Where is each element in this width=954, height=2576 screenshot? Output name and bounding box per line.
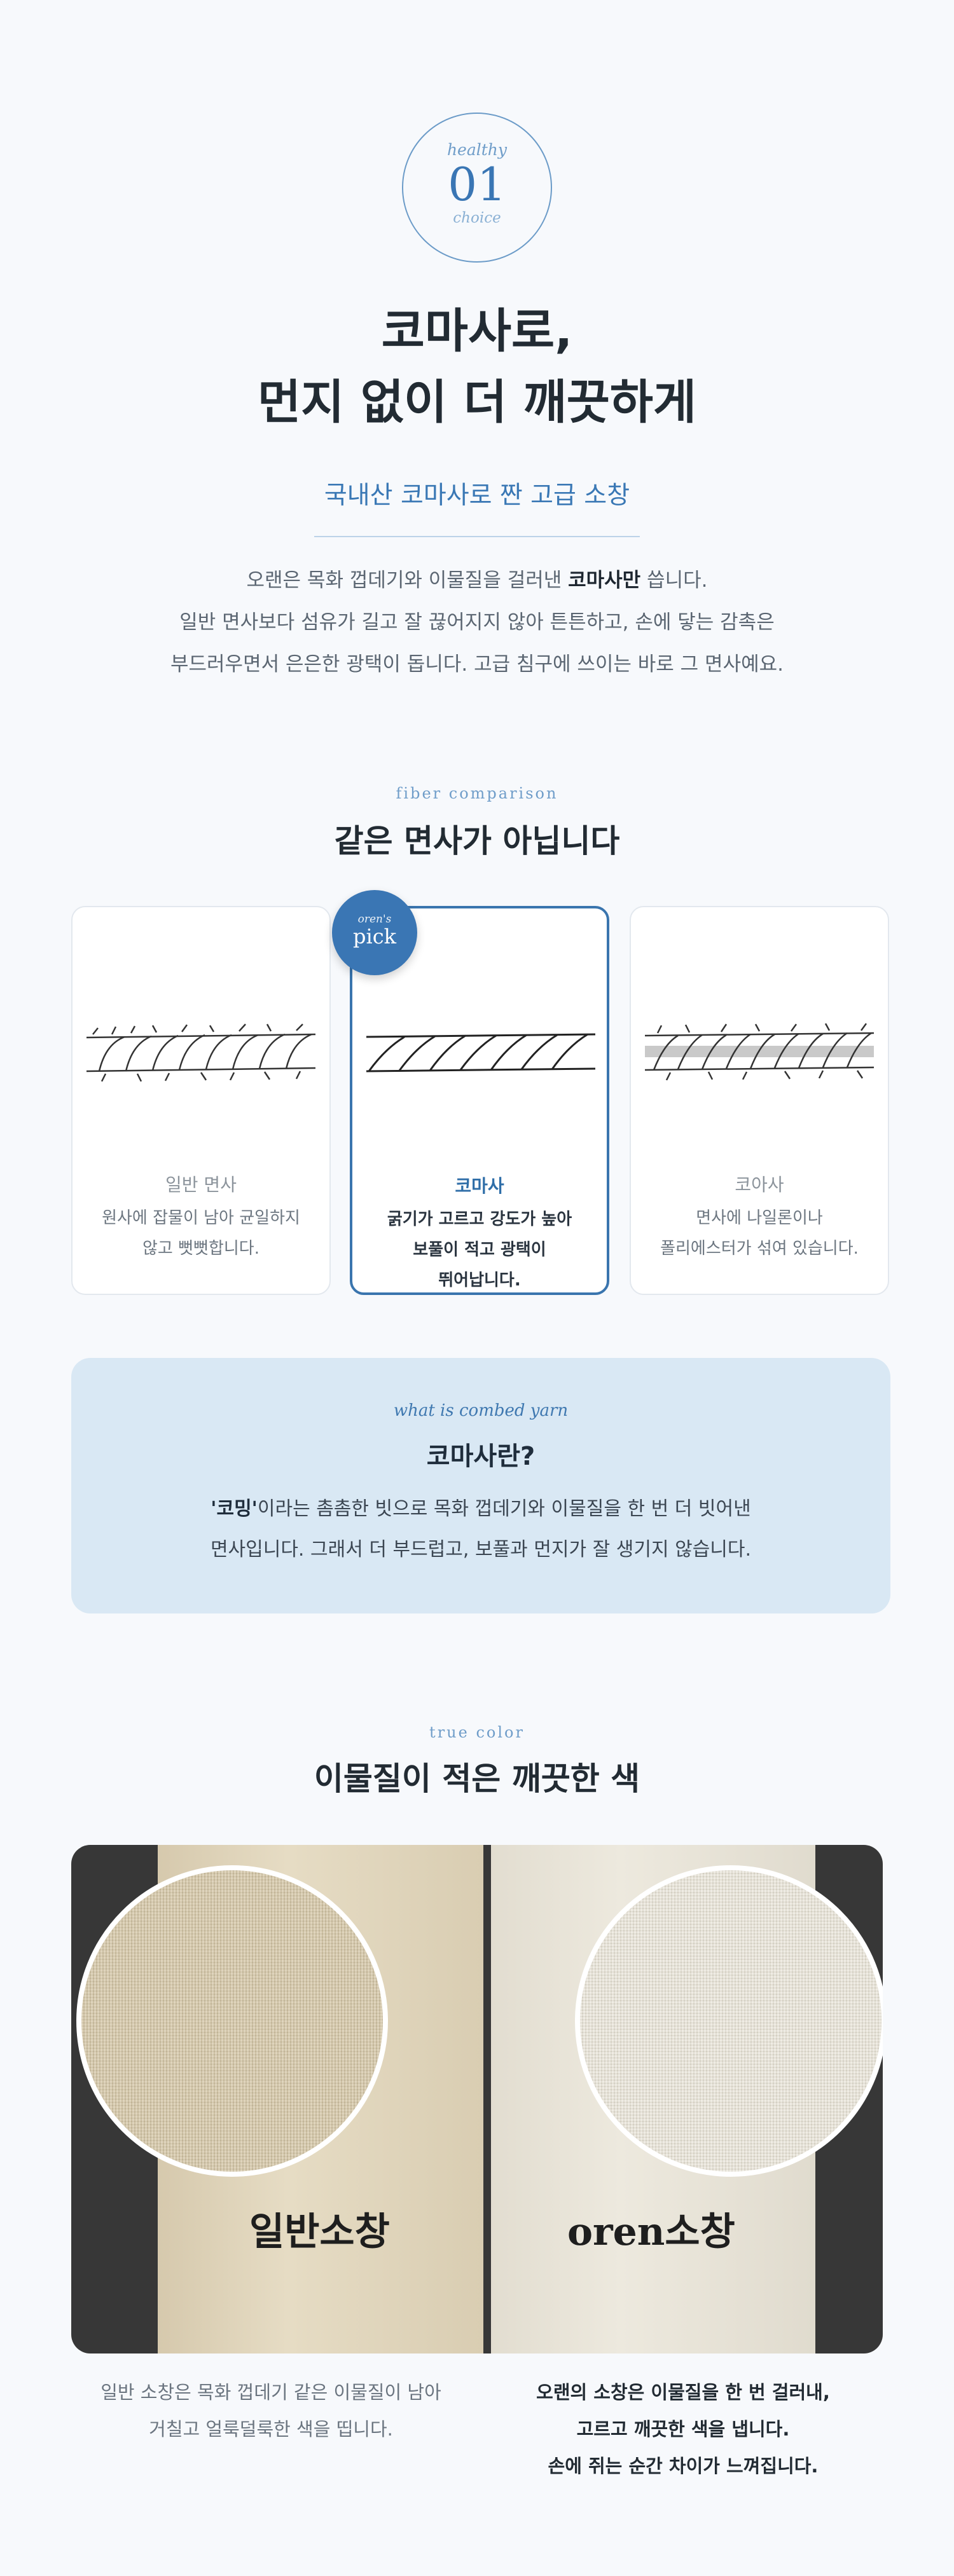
card-description: 원사에 잡물이 남아 균일하지 않고 뻣뻣합니다. [92, 1203, 310, 1264]
info-line1-bold: '코밍' [211, 1498, 258, 1520]
oren-fabric-caption: 오랜의 소창은 이물질을 한 번 걸러내, 고르고 깨끗한 색을 냅니다. 손에… [483, 2374, 883, 2484]
color-title: 이물질이 적은 깨끗한 색 [314, 1760, 640, 1797]
intro-paragraph: 오랜은 목화 껍데기와 이물질을 걸러낸 코마사만 씁니다. 일반 면사보다 섬… [0, 559, 954, 685]
caption-line: 일반 소창은 목화 껍데기 같은 이물질이 남아 [100, 2381, 441, 2403]
oren-fabric-label: oren소창 [567, 2210, 735, 2254]
card-desc-line: 폴리에스터가 섞여 있습니다. [660, 1239, 859, 1258]
info-paragraph: '코밍'이라는 촘촘한 빗으로 목화 껍데기와 이물질을 한 번 더 빗어낸 면… [71, 1489, 890, 1570]
caption-line: 손에 쥐는 순간 차이가 느껴집니다. [548, 2455, 819, 2477]
card-title: 코마사 [455, 1175, 504, 1196]
core-yarn-illustration [645, 1023, 874, 1081]
intro-line1: 오랜은 목화 껍데기와 이물질을 걸러낸 코마사만 씁니다. [0, 559, 954, 601]
card-desc-line: 보풀이 적고 광택이 [413, 1240, 546, 1259]
card-description: 굵기가 고르고 강도가 높아 보풀이 적고 광택이 뛰어납니다. [371, 1204, 588, 1296]
info-title: 코마사란? [426, 1442, 536, 1471]
badge-top-text: healthy [446, 140, 508, 159]
combed-yarn-illustration [366, 1033, 595, 1072]
card-desc-line: 굵기가 고르고 강도가 높아 [387, 1210, 572, 1229]
page-title-line1: 코마사로, [381, 304, 573, 359]
info-line1-rest: 이라는 촘촘한 빗으로 목화 껍데기와 이물질을 한 번 더 빗어낸 [257, 1498, 751, 1520]
healthy-choice-badge: healthy 01 choice [402, 113, 552, 263]
oren-fabric-zoom [575, 1865, 883, 2177]
info-line2: 면사입니다. 그래서 더 부드럽고, 보풀과 먼지가 잘 생기지 않습니다. [210, 1538, 752, 1561]
card-title: 코아사 [735, 1174, 784, 1195]
combed-yarn-info-box: what is combed yarn 코마사란? '코밍'이라는 촘촘한 빗으… [71, 1358, 890, 1613]
intro-line1-post: 씁니다. [640, 569, 708, 592]
page-title: 코마사로, 먼지 없이 더 깨끗하게 [0, 296, 954, 438]
section-subtitle: 국내산 코마사로 짠 고급 소창 [324, 481, 630, 510]
caption-line: 거칠고 얼룩덜룩한 색을 띱니다. [149, 2418, 393, 2440]
caption-line: 오랜의 소창은 이물질을 한 번 걸러내, [536, 2381, 830, 2403]
fiber-card-combed: 코마사 굵기가 고르고 강도가 높아 보풀이 적고 광택이 뛰어납니다. [350, 906, 609, 1295]
regular-fabric-label: 일반소창 [249, 2210, 390, 2254]
comparison-eyebrow: fiber comparison [396, 784, 558, 802]
regular-fabric-zoom [76, 1865, 388, 2177]
badge-bottom-text: choice [453, 210, 501, 226]
regular-yarn-illustration [86, 1024, 315, 1082]
color-eyebrow: true color [429, 1723, 525, 1741]
fiber-card-core: 코아사 면사에 나일론이나 폴리에스터가 섞여 있습니다. [630, 906, 889, 1295]
comparison-title: 같은 면사가 아닙니다 [334, 823, 620, 860]
intro-line2: 일반 면사보다 섬유가 길고 잘 끊어지지 않아 튼튼하고, 손에 닿는 감촉은 [179, 611, 775, 634]
card-description: 면사에 나일론이나 폴리에스터가 섞여 있습니다. [650, 1203, 869, 1264]
card-desc-line: 원사에 잡물이 남아 균일하지 [102, 1209, 300, 1228]
divider [314, 536, 640, 537]
card-desc-line: 않고 뻣뻣합니다. [142, 1239, 259, 1258]
fiber-card-regular: 일반 면사 원사에 잡물이 남아 균일하지 않고 뻣뻣합니다. [71, 906, 331, 1295]
card-title: 일반 면사 [165, 1174, 237, 1195]
fabric-comparison-photo: 일반소창 oren소창 [71, 1845, 883, 2353]
page-title-line2: 먼지 없이 더 깨끗하게 [257, 375, 696, 430]
intro-line1-pre: 오랜은 목화 껍데기와 이물질을 걸러낸 [246, 569, 569, 592]
card-desc-line: 뛰어납니다. [438, 1271, 521, 1290]
pick-small-text: oren's [357, 913, 392, 926]
oren-pick-badge: oren's pick [332, 890, 417, 975]
caption-line: 고르고 깨끗한 색을 냅니다. [576, 2418, 790, 2440]
card-desc-line: 면사에 나일론이나 [696, 1209, 823, 1228]
pick-large-text: pick [352, 924, 397, 949]
badge-number: 01 [448, 158, 506, 211]
intro-line1-bold: 코마사만 [568, 569, 641, 592]
info-line1: '코밍'이라는 촘촘한 빗으로 목화 껍데기와 이물질을 한 번 더 빗어낸 [71, 1489, 890, 1530]
info-eyebrow: what is combed yarn [393, 1401, 569, 1420]
regular-fabric-caption: 일반 소창은 목화 껍데기 같은 이물질이 남아 거칠고 얼룩덜룩한 색을 띱니… [71, 2374, 471, 2448]
intro-line3: 부드러우면서 은은한 광택이 돕니다. 고급 침구에 쓰이는 바로 그 면사예요… [170, 653, 784, 676]
